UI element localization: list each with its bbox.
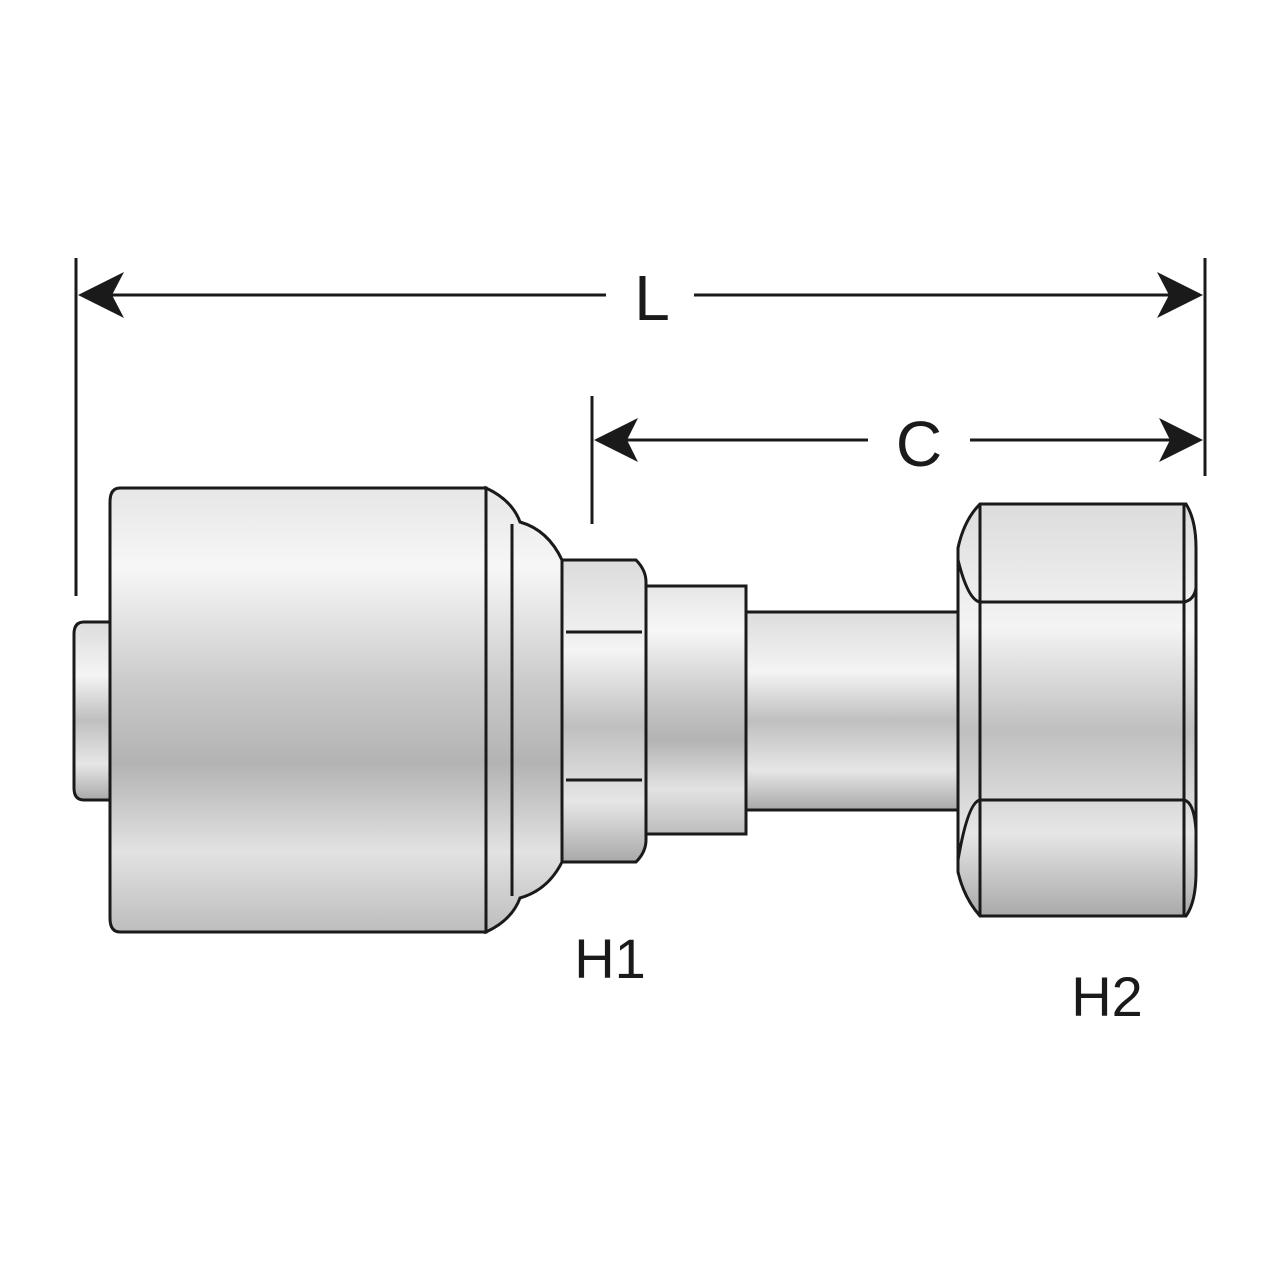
dimension-l: L: [74, 258, 1207, 596]
ferrule: [108, 486, 488, 934]
tube: [744, 610, 962, 812]
label-h2: H2: [1071, 965, 1143, 1028]
label-c: C: [896, 408, 942, 480]
arrowhead-right-icon: [1157, 272, 1203, 318]
label-h1: H1: [574, 927, 646, 990]
arrowhead-left-icon: [78, 272, 124, 318]
ferrule-collar: [484, 485, 564, 935]
hose-fitting: [72, 485, 1198, 935]
hex-h2-edge-top: [956, 559, 1198, 604]
hose-stub: [72, 620, 112, 802]
step-collar: [644, 584, 748, 836]
dimension-c: C: [590, 396, 1203, 524]
label-l: L: [634, 262, 670, 334]
hex-h1: [560, 558, 648, 864]
arrowhead-c-left-icon: [594, 418, 638, 462]
arrowhead-c-right-icon: [1159, 418, 1203, 462]
hex-h2-nut: [956, 502, 1198, 918]
